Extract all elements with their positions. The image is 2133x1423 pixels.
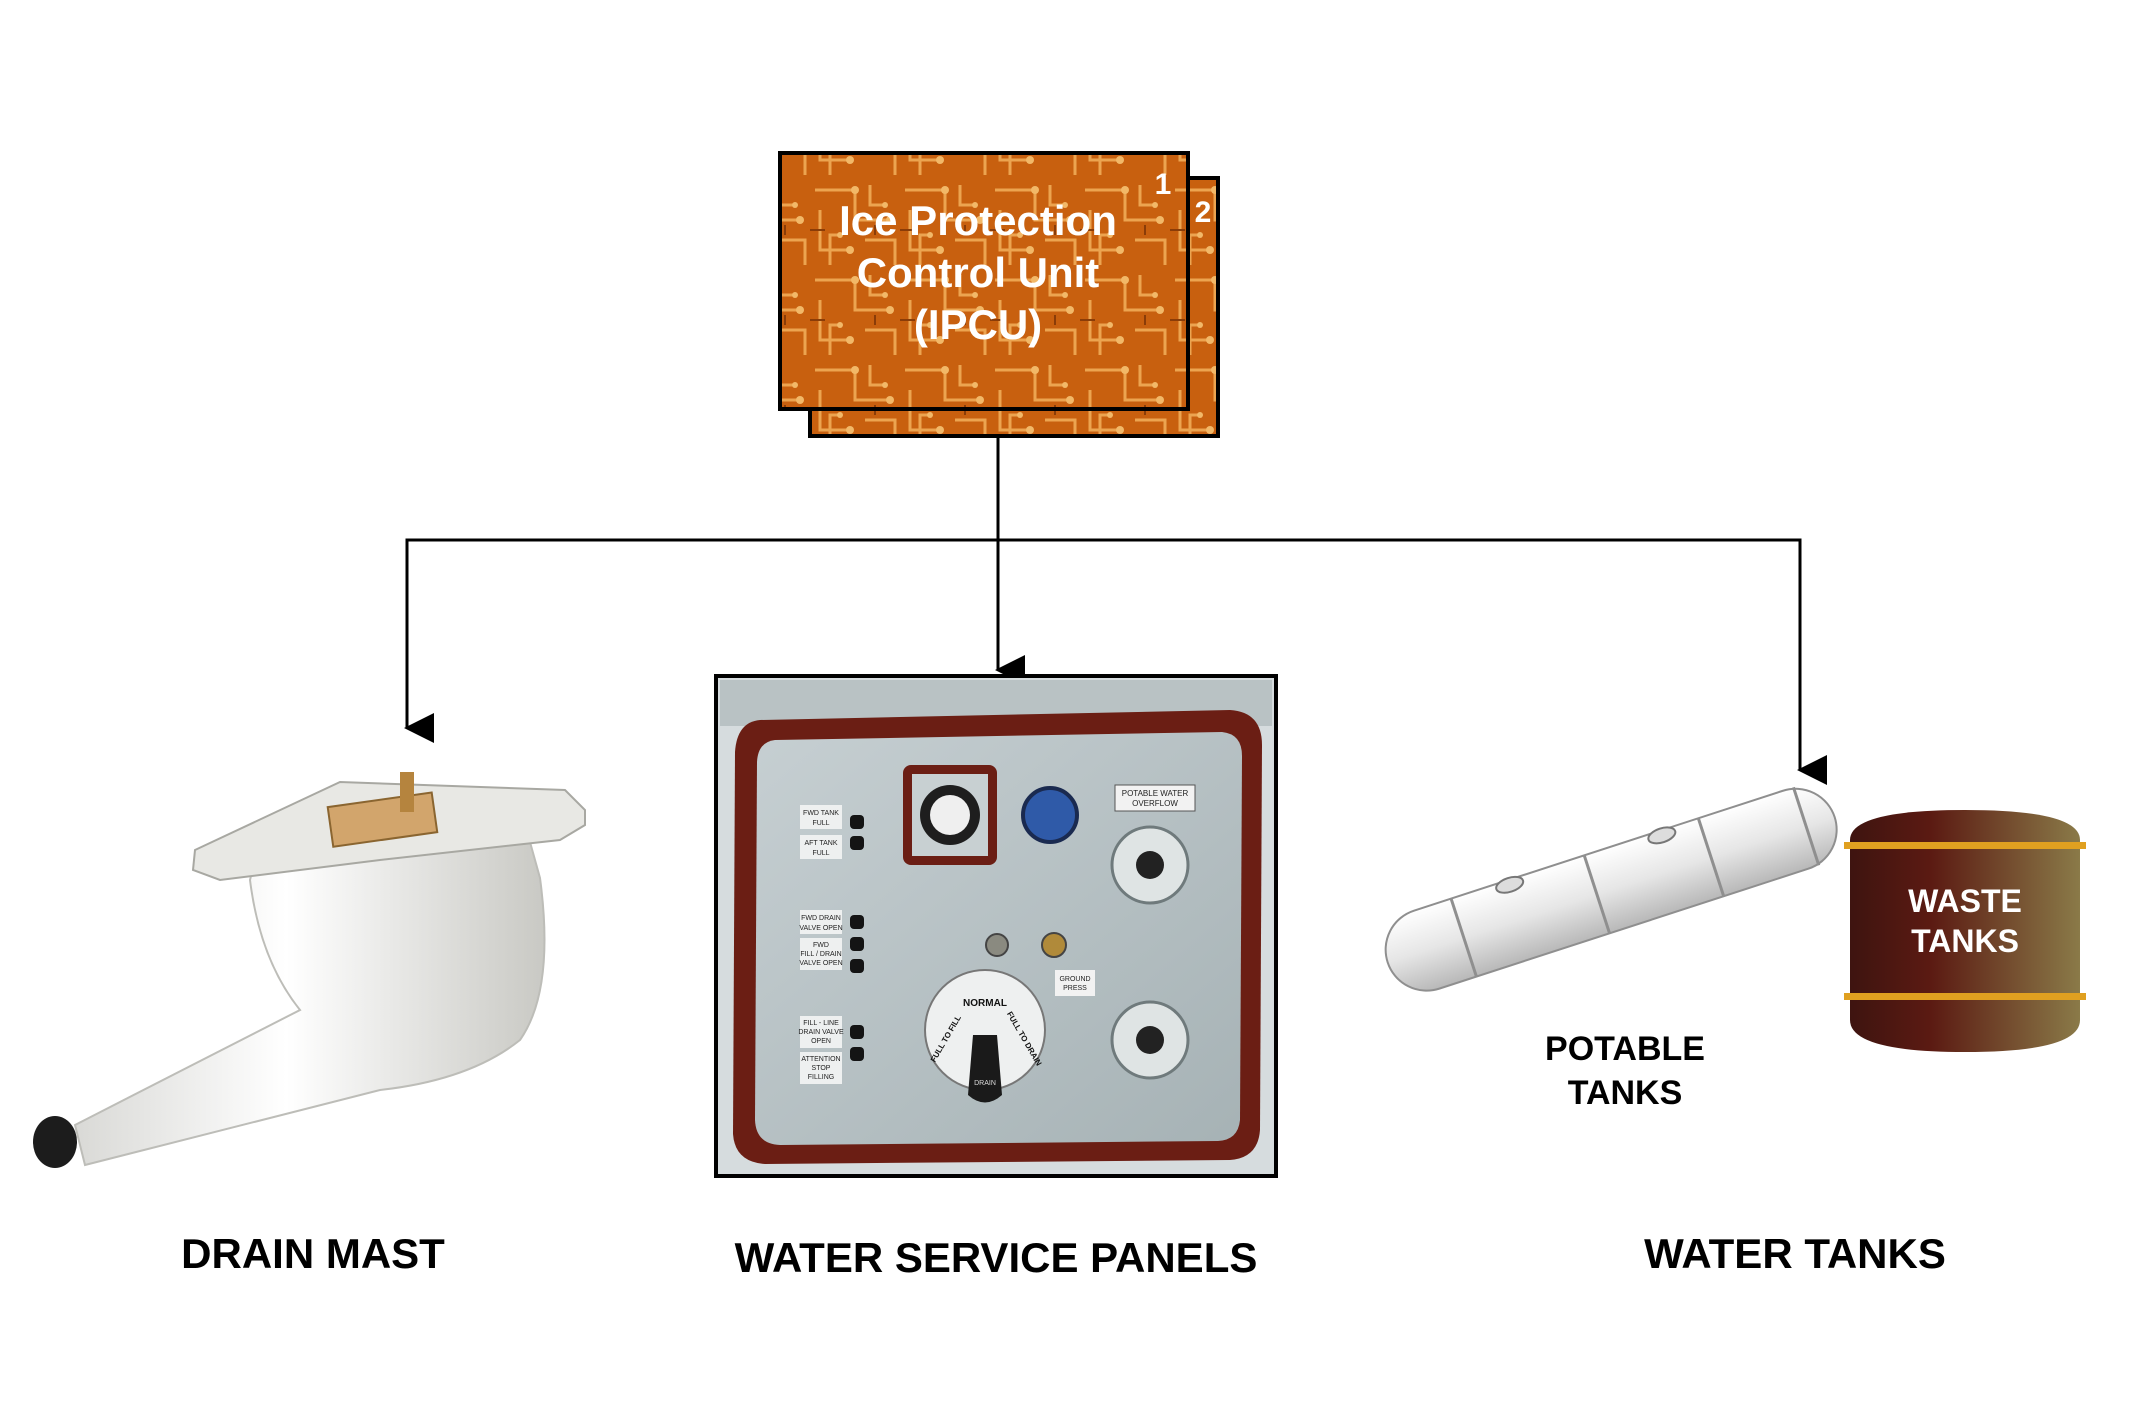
connector-lines [404, 436, 1827, 785]
indicator-light [850, 1047, 864, 1061]
placard-attention-line1: ATTENTION [801, 1056, 840, 1063]
placard-fwd-tank-line1: FWD TANK [803, 810, 839, 817]
placard-fill-line-line3: OPEN [811, 1038, 831, 1045]
panel-indicator-lights [850, 815, 864, 1061]
placard-aft-tank [800, 835, 842, 859]
placard-attention [800, 1052, 842, 1084]
placard-fwd-drain [800, 910, 842, 934]
placard-fwd-fill-drain-line1: FWD [813, 942, 829, 949]
potable-tank-port [1495, 875, 1525, 894]
placard-attention-line2: STOP [812, 1065, 831, 1072]
placard-fwd-tank [800, 805, 842, 829]
panel-small-port [985, 933, 1009, 957]
panel-gauge-dial [930, 795, 970, 835]
placard-aft-tank-line1: AFT TANK [804, 840, 837, 847]
drain-mast-tip [33, 1116, 77, 1168]
panel-ground-press-port [1041, 932, 1067, 958]
placard-overflow-line2: OVERFLOW [1132, 799, 1178, 808]
caption-drain-mast: DRAIN MAST [181, 1230, 445, 1277]
panel-selector: NORMAL FULL TO FILL FULL TO DRAIN DRAIN [924, 969, 1046, 1103]
placard-overflow-line1: POTABLE WATER [1122, 789, 1189, 798]
ipcu-title-line3: (IPCU) [914, 301, 1042, 348]
drain-mast-stud [400, 772, 414, 812]
selector-normal-label: NORMAL [963, 998, 1007, 1009]
caption-water-tanks: WATER TANKS [1644, 1230, 1946, 1277]
placard-fwd-drain-line2: VALVE OPEN [799, 925, 842, 932]
placard-fwd-tank-line2: FULL [812, 820, 829, 827]
placard-fwd-fill-drain [800, 938, 842, 970]
waste-tank-band [1844, 993, 2086, 1000]
placard-aft-tank-line2: FULL [812, 850, 829, 857]
potable-tank-illustration [1384, 786, 1838, 992]
selector-handle [968, 1035, 1002, 1103]
potable-tank-ring [1582, 854, 1611, 934]
potable-tanks-label-line2: TANKS [1568, 1074, 1683, 1112]
panel-blue-cap [1021, 786, 1079, 844]
panel-fitting-upper-port [1136, 851, 1164, 879]
placard-ground-press [1055, 970, 1095, 996]
waste-tank-band [1844, 842, 2086, 849]
panel-placards: FWD TANK FULL AFT TANK FULL FWD DRAIN VA… [798, 784, 1196, 1084]
placard-ground-press-line2: PRESS [1063, 985, 1087, 992]
potable-tanks-label-line1: POTABLE [1545, 1030, 1705, 1068]
ipcu-title-line1: Ice Protection [839, 197, 1117, 244]
placard-fwd-fill-drain-line2: FILL / DRAIN [800, 951, 841, 958]
placard-fwd-drain-line1: FWD DRAIN [801, 915, 841, 922]
potable-tank-body [1384, 787, 1838, 992]
waste-tank-label-line2: TANKS [1911, 923, 2019, 959]
indicator-light [850, 1025, 864, 1039]
potable-tank-port [1647, 826, 1677, 845]
waste-tank-illustration: WASTE TANKS [1844, 810, 2086, 1052]
placard-ground-press-line1: GROUND [1059, 976, 1090, 983]
placard-attention-line3: FILLING [808, 1074, 834, 1081]
indicator-light [850, 836, 864, 850]
connector-to-water-tanks [998, 538, 1827, 785]
water-service-panel: FWD TANK FULL AFT TANK FULL FWD DRAIN VA… [714, 674, 1278, 1178]
placard-fwd-fill-drain-line3: VALVE OPEN [799, 960, 842, 967]
ipcu-card-front [778, 151, 1190, 411]
drain-mast-illustration [33, 772, 586, 1168]
potable-tank-ring [1792, 786, 1821, 866]
potable-tank-ring [1696, 817, 1726, 897]
placard-fill-line [800, 1016, 842, 1048]
ipcu-card-stack: 1 2 Ice Protection Control Unit (IPCU) [778, 151, 1220, 438]
connector-to-drain-mast [404, 538, 998, 743]
indicator-light [850, 815, 864, 829]
caption-water-service-panels: WATER SERVICE PANELS [735, 1234, 1258, 1281]
potable-tank-ring [1449, 898, 1478, 978]
ipcu-card-number-front: 1 [1155, 168, 1172, 201]
ipcu-card-number-back: 2 [1195, 196, 1212, 229]
selector-knob-label: DRAIN [974, 1080, 996, 1087]
waste-tank-label-line1: WASTE [1908, 883, 2022, 919]
drain-mast-body [73, 840, 546, 1167]
ipcu-title-line2: Control Unit [857, 249, 1100, 296]
placard-overflow [1114, 784, 1196, 812]
placard-fill-line-line1: FILL - LINE [803, 1020, 839, 1027]
indicator-light [850, 959, 864, 973]
waste-tank-body [1850, 810, 2080, 1052]
placard-fill-line-line2: DRAIN VALVE [798, 1029, 844, 1036]
panel-fitting-lower-port [1136, 1026, 1164, 1054]
indicator-light [850, 915, 864, 929]
indicator-light [850, 937, 864, 951]
